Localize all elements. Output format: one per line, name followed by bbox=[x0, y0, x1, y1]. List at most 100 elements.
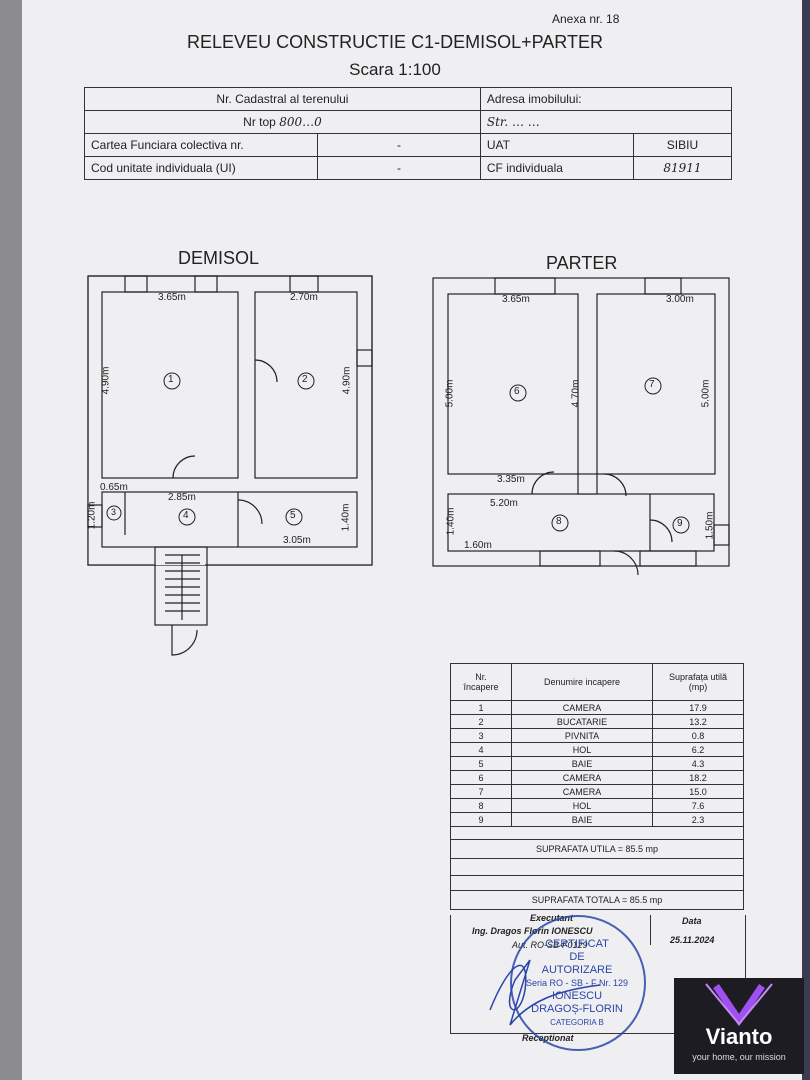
row-nr: 9 bbox=[450, 812, 512, 827]
row-nr: 3 bbox=[450, 728, 512, 743]
stamp-line: IONESCU bbox=[551, 990, 603, 1002]
room-number-4: 4 bbox=[183, 510, 189, 521]
room-number-7: 7 bbox=[649, 379, 655, 390]
col-area-header: Suprafața utilă(mp) bbox=[652, 663, 744, 701]
nrtop-cell: Nr top 800…0 bbox=[84, 110, 481, 134]
room-number-8: 8 bbox=[556, 516, 562, 527]
annex-label: Anexa nr. 18 bbox=[552, 12, 620, 26]
brand-tagline: your home, our mission bbox=[692, 1052, 786, 1062]
row-name: HOL bbox=[511, 798, 653, 813]
uat-value: SIBIU bbox=[632, 133, 733, 157]
row-nr: 2 bbox=[450, 714, 512, 729]
executant-label: Executant bbox=[530, 913, 574, 923]
carte-label: Cartea Funciara colectiva nr. bbox=[84, 133, 318, 157]
row-area: 18.2 bbox=[652, 770, 744, 785]
divider bbox=[650, 915, 651, 945]
scale-label: Scara 1:100 bbox=[349, 60, 441, 79]
uat-label: UAT bbox=[479, 133, 634, 157]
empty-row bbox=[450, 858, 744, 876]
dim-label: 0.65m bbox=[100, 482, 128, 493]
dim-label: 3.65m bbox=[502, 294, 530, 305]
room-areas-table: Nr.încapere Denumire incapere Suprafața … bbox=[450, 663, 744, 910]
dim-label: 1.40m bbox=[340, 503, 352, 532]
stamp-line: CERTIFICAT bbox=[545, 938, 609, 950]
dim-label: 3.65m bbox=[158, 292, 186, 303]
row-name: CAMERA bbox=[511, 770, 653, 785]
row-area: 17.9 bbox=[652, 700, 744, 715]
stamp-line: CATEGORIA B bbox=[550, 1018, 604, 1027]
address-label: Adresa imobilului: bbox=[479, 87, 733, 111]
stamp-line: Seria RO - SB - F Nr. 129 bbox=[525, 978, 629, 988]
parter-room6-wall bbox=[447, 293, 579, 475]
row-area: 2.3 bbox=[652, 812, 744, 827]
room-number-9: 9 bbox=[677, 518, 683, 529]
demisol-wall-right bbox=[88, 275, 373, 566]
dim-label: 2.85m bbox=[168, 492, 196, 503]
dim-label: 4.70m bbox=[570, 379, 582, 408]
dim-label: 1.50m bbox=[704, 511, 716, 540]
total-totala-row: SUPRAFATA TOTALA = 85.5 mp bbox=[450, 890, 744, 910]
cf-label: CF individuala bbox=[479, 156, 634, 180]
row-area: 6.2 bbox=[652, 742, 744, 757]
col-area-label: Suprafața utilă bbox=[668, 672, 728, 682]
row-nr: 4 bbox=[450, 742, 512, 757]
row-area: 7.6 bbox=[652, 798, 744, 813]
demisol-stairs bbox=[165, 554, 200, 620]
data-label: Data bbox=[682, 916, 702, 926]
parter-outer-wall bbox=[432, 277, 730, 567]
row-nr: 8 bbox=[450, 798, 512, 813]
row-name: PIVNITA bbox=[511, 728, 653, 743]
address-value: Str. … … bbox=[479, 110, 733, 134]
dim-label: 5.00m bbox=[700, 379, 712, 408]
col-nr-label: Nr. bbox=[475, 672, 487, 682]
col-nr-label2: încapere bbox=[463, 682, 499, 692]
row-nr: 7 bbox=[450, 784, 512, 799]
demisol-wall-left bbox=[87, 276, 155, 566]
col-nr-header: Nr.încapere bbox=[450, 663, 512, 701]
brand-name: Vianto bbox=[705, 1024, 773, 1049]
demisol-room1-wall bbox=[101, 291, 239, 479]
room-number-3: 3 bbox=[111, 507, 117, 517]
row-name: BUCATARIE bbox=[511, 714, 653, 729]
row-area: 4.3 bbox=[652, 756, 744, 771]
room-number-2: 2 bbox=[302, 374, 308, 385]
stamp-line: AUTORIZARE bbox=[541, 964, 613, 976]
dim-label: 3.00m bbox=[666, 294, 694, 305]
room-number-5: 5 bbox=[290, 510, 296, 521]
row-nr: 6 bbox=[450, 770, 512, 785]
row-name: CAMERA bbox=[511, 784, 653, 799]
cod-value: - bbox=[317, 156, 481, 180]
row-area: 15.0 bbox=[652, 784, 744, 799]
row-name: CAMERA bbox=[511, 700, 653, 715]
handwritten-signature bbox=[489, 959, 601, 1026]
brand-watermark: Vianto your home, our mission bbox=[674, 978, 804, 1074]
cadastral-info-table: Nr. Cadastral al terenului Adresa imobil… bbox=[84, 87, 733, 180]
total-util-row: SUPRAFATA UTILA = 85.5 mp bbox=[450, 839, 744, 859]
row-name: HOL bbox=[511, 742, 653, 757]
vianto-logo-icon bbox=[705, 983, 773, 1027]
col-area-label2: (mp) bbox=[688, 682, 708, 692]
dim-label: 5.00m bbox=[444, 379, 456, 408]
dim-label: 5.20m bbox=[490, 498, 518, 509]
room-number-1: 1 bbox=[168, 374, 174, 385]
empty-row bbox=[450, 875, 744, 891]
demisol-title: DEMISOL bbox=[178, 248, 260, 268]
demisol-entry-door bbox=[171, 625, 198, 656]
dim-label: 1.20m bbox=[86, 501, 98, 530]
col-name-header: Denumire incapere bbox=[511, 663, 653, 701]
dim-label: 1.60m bbox=[464, 540, 492, 551]
dim-label: 3.35m bbox=[497, 474, 525, 485]
stamp-line: DRAGOȘ-FLORIN bbox=[531, 1003, 623, 1015]
stamp-circle bbox=[510, 915, 646, 1051]
dim-label: 1.40m bbox=[445, 507, 457, 536]
nrtop-value: 800…0 bbox=[279, 115, 322, 129]
cf-value: 81911 bbox=[632, 156, 733, 180]
